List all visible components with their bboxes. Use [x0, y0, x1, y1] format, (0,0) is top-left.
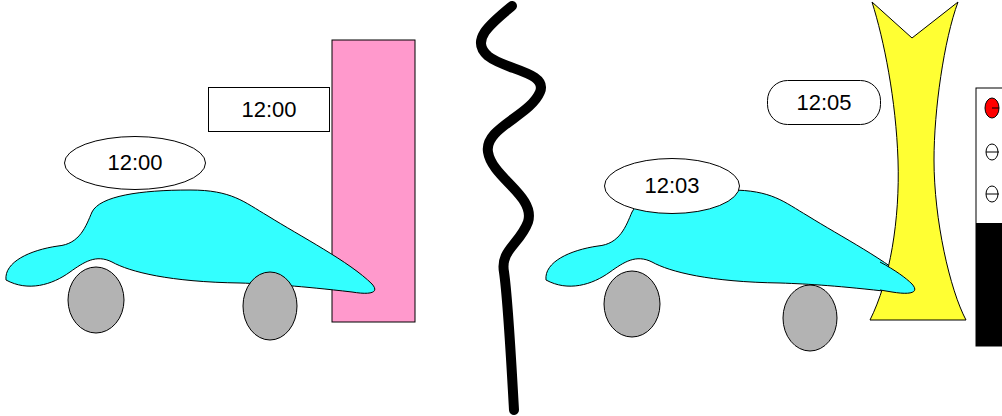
car-body — [546, 190, 915, 293]
clock-bubble: 12:03 — [604, 158, 740, 214]
time-sign: 12:00 — [208, 87, 330, 132]
off-lamp — [986, 144, 998, 160]
lamp-mark — [986, 152, 999, 153]
time-sign: 12:05 — [767, 80, 881, 125]
time-label: 12:05 — [796, 90, 851, 116]
car-body — [6, 190, 375, 293]
time-label: 12:03 — [644, 173, 699, 199]
yellow-post — [870, 2, 966, 320]
lamp-mark — [986, 194, 999, 195]
time-label: 12:00 — [241, 97, 296, 123]
wheel — [604, 271, 660, 337]
off-lamp — [986, 186, 998, 202]
lamp-mark — [992, 108, 999, 109]
wheel — [783, 285, 837, 351]
signal-pole — [976, 223, 1002, 346]
car-left — [6, 190, 375, 340]
traffic-light — [976, 88, 1002, 346]
wheel — [68, 267, 124, 333]
car-nose — [880, 262, 915, 293]
clock-bubble: 12:00 — [64, 136, 206, 190]
wheel — [243, 272, 297, 340]
car-nose-outline — [880, 262, 915, 293]
car-right — [546, 190, 915, 351]
signal-housing — [976, 88, 1002, 346]
red-lamp — [985, 98, 999, 118]
time-label: 12:00 — [107, 150, 162, 176]
divider-zigzag — [481, 6, 541, 410]
